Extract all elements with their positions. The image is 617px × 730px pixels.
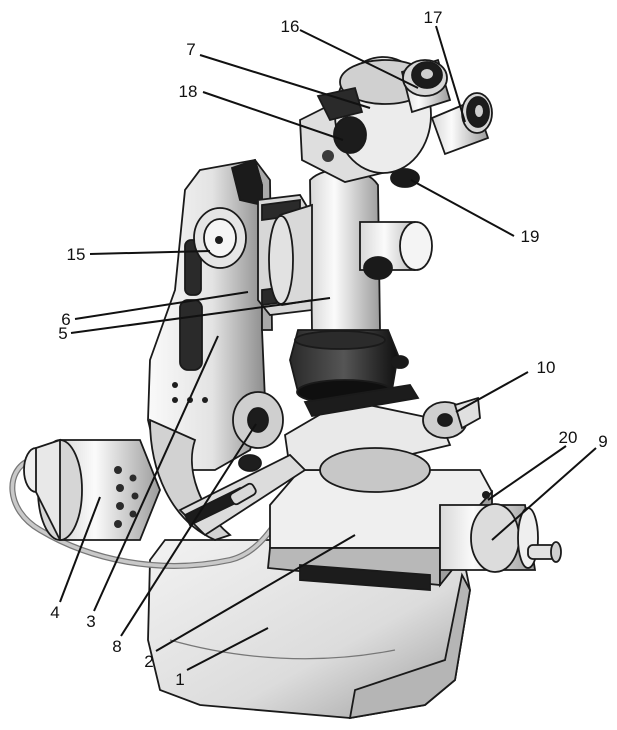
callout-1: 1: [175, 670, 184, 689]
microscope-tube: [268, 168, 433, 405]
leader-18: [202, 91, 344, 141]
callout-20: 20: [559, 428, 578, 447]
callout-17: 17: [424, 8, 443, 27]
callout-8: 8: [112, 637, 121, 656]
leader-16: [299, 29, 419, 89]
callout-4: 4: [50, 603, 59, 622]
leader-20: [487, 445, 567, 501]
leader-19: [410, 179, 515, 237]
leader-8: [120, 423, 257, 637]
leader-4: [59, 496, 101, 603]
tilt-knob: [232, 391, 284, 449]
callout-15: 15: [67, 245, 86, 264]
leader-3: [93, 335, 219, 612]
callout-18: 18: [179, 82, 198, 101]
measuring-stage: [267, 396, 562, 591]
leader-lines: [59, 25, 597, 671]
lamp-vent-holes: [114, 466, 139, 528]
callout-16: 16: [281, 17, 300, 36]
callout-labels: 1 2 3 4 5 6 7 8 9 10 15 16 17 18 19 20: [50, 8, 607, 689]
callout-7: 7: [186, 40, 195, 59]
leader-17: [435, 25, 466, 123]
leader-9: [491, 447, 597, 541]
leader-5: [70, 297, 331, 334]
focus-knob: [193, 207, 247, 269]
leader-6: [74, 291, 249, 320]
binocular-head: [299, 56, 493, 188]
work-holder: [178, 355, 420, 537]
leader-15: [89, 250, 211, 255]
leader-7: [199, 54, 371, 109]
callout-10: 10: [537, 358, 556, 377]
callout-19: 19: [521, 227, 540, 246]
callout-6: 6: [61, 310, 70, 329]
leader-1: [186, 627, 269, 671]
leader-2: [155, 534, 356, 652]
lamp-housing: [23, 438, 161, 541]
callout-9: 9: [598, 432, 607, 451]
callout-2: 2: [144, 652, 153, 671]
callout-3: 3: [86, 612, 95, 631]
callout-5: 5: [58, 324, 67, 343]
leader-10: [455, 371, 529, 413]
